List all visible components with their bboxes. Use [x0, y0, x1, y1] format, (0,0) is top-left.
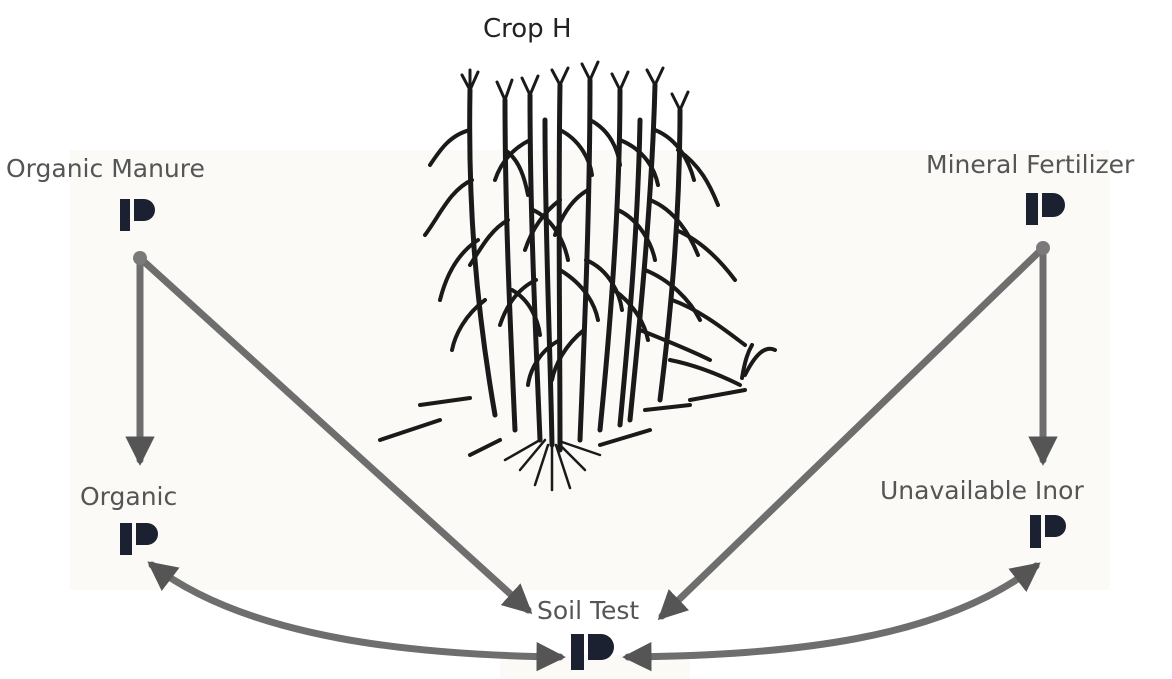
- corn-stalks: [470, 80, 680, 450]
- soil-test-p-symbol: [571, 634, 614, 670]
- unavailable-inorganic-p-symbol: [1030, 515, 1066, 548]
- fertilizer-to-soil-test-arrow: [662, 248, 1043, 616]
- organic-p-symbol: [120, 523, 158, 555]
- manure-to-soil-test-arrow: [140, 258, 528, 610]
- mineral-fertilizer-p-symbol: [1026, 193, 1065, 225]
- corn-plant-illustration: [380, 62, 775, 490]
- manure-arrow-origin-dot: [133, 251, 147, 265]
- corn-roots: [505, 440, 600, 490]
- ground-strokes: [380, 345, 775, 455]
- organic-manure-p-symbol: [120, 199, 155, 231]
- unavailable-soil-test-exchange-arrow: [628, 566, 1036, 657]
- fertilizer-arrow-origin-dot: [1036, 241, 1050, 255]
